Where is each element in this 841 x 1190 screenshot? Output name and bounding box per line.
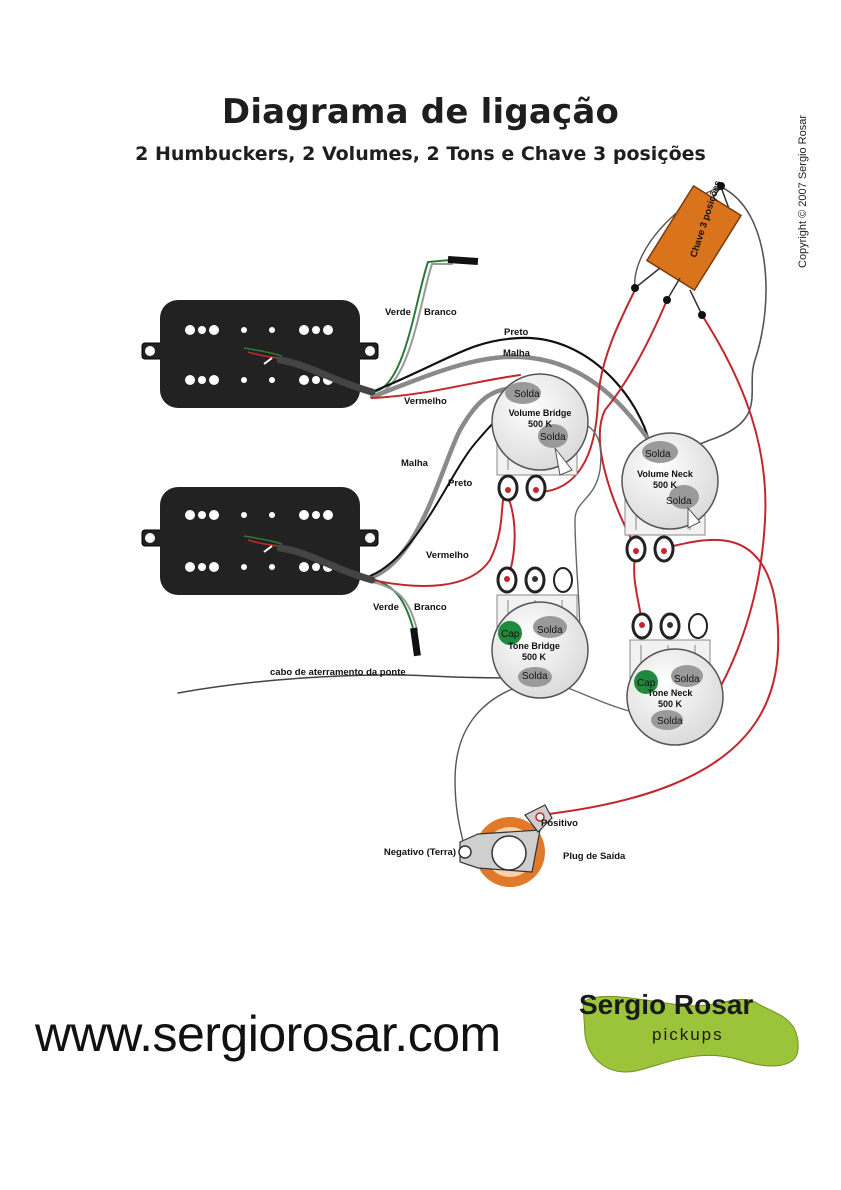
- neck-lead-connector: [447, 255, 479, 266]
- pot-value-label: 500 K: [528, 419, 553, 429]
- solda-label: Solda: [674, 674, 700, 685]
- wire-bridge-vermelho: [371, 489, 506, 587]
- three-way-switch[interactable]: Chave 3 posições: [631, 179, 743, 319]
- pot-value-label: 500 K: [658, 699, 683, 709]
- label-malha-bridge: Malha: [401, 458, 429, 469]
- pot-value-label: 500 K: [653, 480, 678, 490]
- solda-label: Solda: [666, 496, 692, 507]
- cap-label: Cap: [637, 678, 656, 689]
- label-verde-bridge: Verde: [373, 602, 399, 613]
- wire-ground-volb: [539, 418, 602, 641]
- solda-label: Solda: [657, 716, 683, 727]
- solda-label: Solda: [522, 671, 548, 682]
- solda-label: Solda: [645, 449, 671, 460]
- bridge-lead-connector: [410, 627, 421, 657]
- pot-volume-neck[interactable]: Solda Solda Volume Neck 500 K: [621, 432, 719, 563]
- label-ground-cable: cabo de aterramento da ponte: [270, 667, 406, 678]
- wire-switch-mid-red: [598, 299, 668, 549]
- wire-neck-malha: [369, 354, 658, 451]
- jack-negative-label: Negativo (Terra): [384, 847, 456, 858]
- logo-wordmark: Sergio Rosar: [579, 989, 753, 1020]
- wire-labels: Verde Branco Preto Malha Vermelho Malha …: [270, 307, 531, 678]
- pot-tone-neck[interactable]: Cap Solda Solda Tone Neck 500 K: [626, 612, 724, 746]
- wire-ground-bridge-to-tone: [177, 674, 526, 694]
- label-preto-neck: Preto: [504, 327, 528, 338]
- label-preto-bridge: Preto: [448, 478, 472, 489]
- wire-bridge-white: [371, 581, 418, 631]
- label-verde-neck: Verde: [385, 307, 411, 318]
- wire-switch-left-red: [539, 289, 636, 493]
- solda-label: Solda: [514, 389, 540, 400]
- jack-title: Plug de Saída: [563, 851, 626, 862]
- neck-humbucker: [141, 300, 379, 408]
- label-vermelho-neck: Vermelho: [404, 396, 447, 407]
- label-branco-bridge: Branco: [414, 602, 447, 613]
- pot-name-label: Volume Bridge: [509, 408, 572, 418]
- pot-volume-bridge[interactable]: Solda Solda Volume Bridge 500 K: [491, 373, 589, 502]
- pot-name-label: Volume Neck: [637, 469, 694, 479]
- wire-to-jack-positive: [539, 538, 780, 816]
- pot-name-label: Tone Bridge: [508, 641, 560, 651]
- output-jack[interactable]: Positivo Negativo (Terra) Plug de Saída: [384, 804, 626, 887]
- wire-neck-vermelho: [371, 374, 521, 399]
- website-url[interactable]: www.sergiorosar.com: [35, 1006, 501, 1062]
- solda-label: Solda: [537, 625, 563, 636]
- diagram-title: Diagrama de ligação: [221, 92, 620, 132]
- pot-value-label: 500 K: [522, 652, 547, 662]
- jack-positive-label: Positivo: [541, 818, 578, 829]
- wire-neck-preto: [370, 336, 652, 447]
- label-branco-neck: Branco: [424, 307, 457, 318]
- label-vermelho-bridge: Vermelho: [426, 550, 469, 561]
- solda-label: Solda: [540, 432, 566, 443]
- bridge-humbucker: [141, 487, 379, 595]
- wire-ground-jack: [454, 685, 521, 851]
- wire-volb-toneb: [504, 489, 516, 581]
- pot-tone-bridge[interactable]: Cap Solda Solda Tone Bridge 500 K: [491, 566, 589, 699]
- sergio-rosar-logo: Sergio Rosar pickups: [579, 989, 799, 1073]
- cap-label: Cap: [501, 629, 520, 640]
- logo-subtitle: pickups: [652, 1025, 724, 1044]
- label-malha-neck: Malha: [503, 348, 531, 359]
- diagram-subtitle: 2 Humbuckers, 2 Volumes, 2 Tons e Chave …: [135, 143, 706, 165]
- pot-name-label: Tone Neck: [648, 688, 694, 698]
